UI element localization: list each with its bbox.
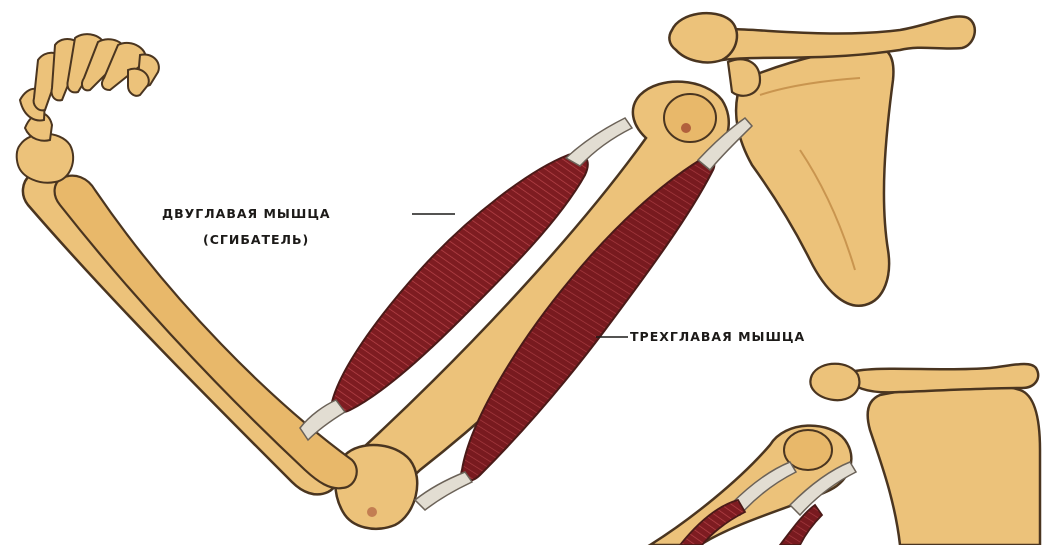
acromion-bone bbox=[669, 13, 737, 62]
triceps-label-text: ТРЕХГЛАВАЯ МЫШЦА bbox=[630, 329, 805, 344]
biceps-label: ДВУГЛАВАЯ МЫШЦА (СГИБАТЕЛЬ) bbox=[162, 206, 455, 247]
hand-bones bbox=[17, 34, 159, 183]
triceps-label: ТРЕХГЛАВАЯ МЫШЦА bbox=[596, 329, 805, 344]
biceps-label-line2: (СГИБАТЕЛЬ) bbox=[203, 232, 309, 247]
ulna-bone bbox=[55, 176, 357, 489]
clavicle-bone bbox=[698, 16, 975, 60]
biceps-label-line1: ДВУГЛАВАЯ МЫШЦА bbox=[162, 206, 331, 221]
secondary-arm-figure bbox=[650, 364, 1040, 545]
